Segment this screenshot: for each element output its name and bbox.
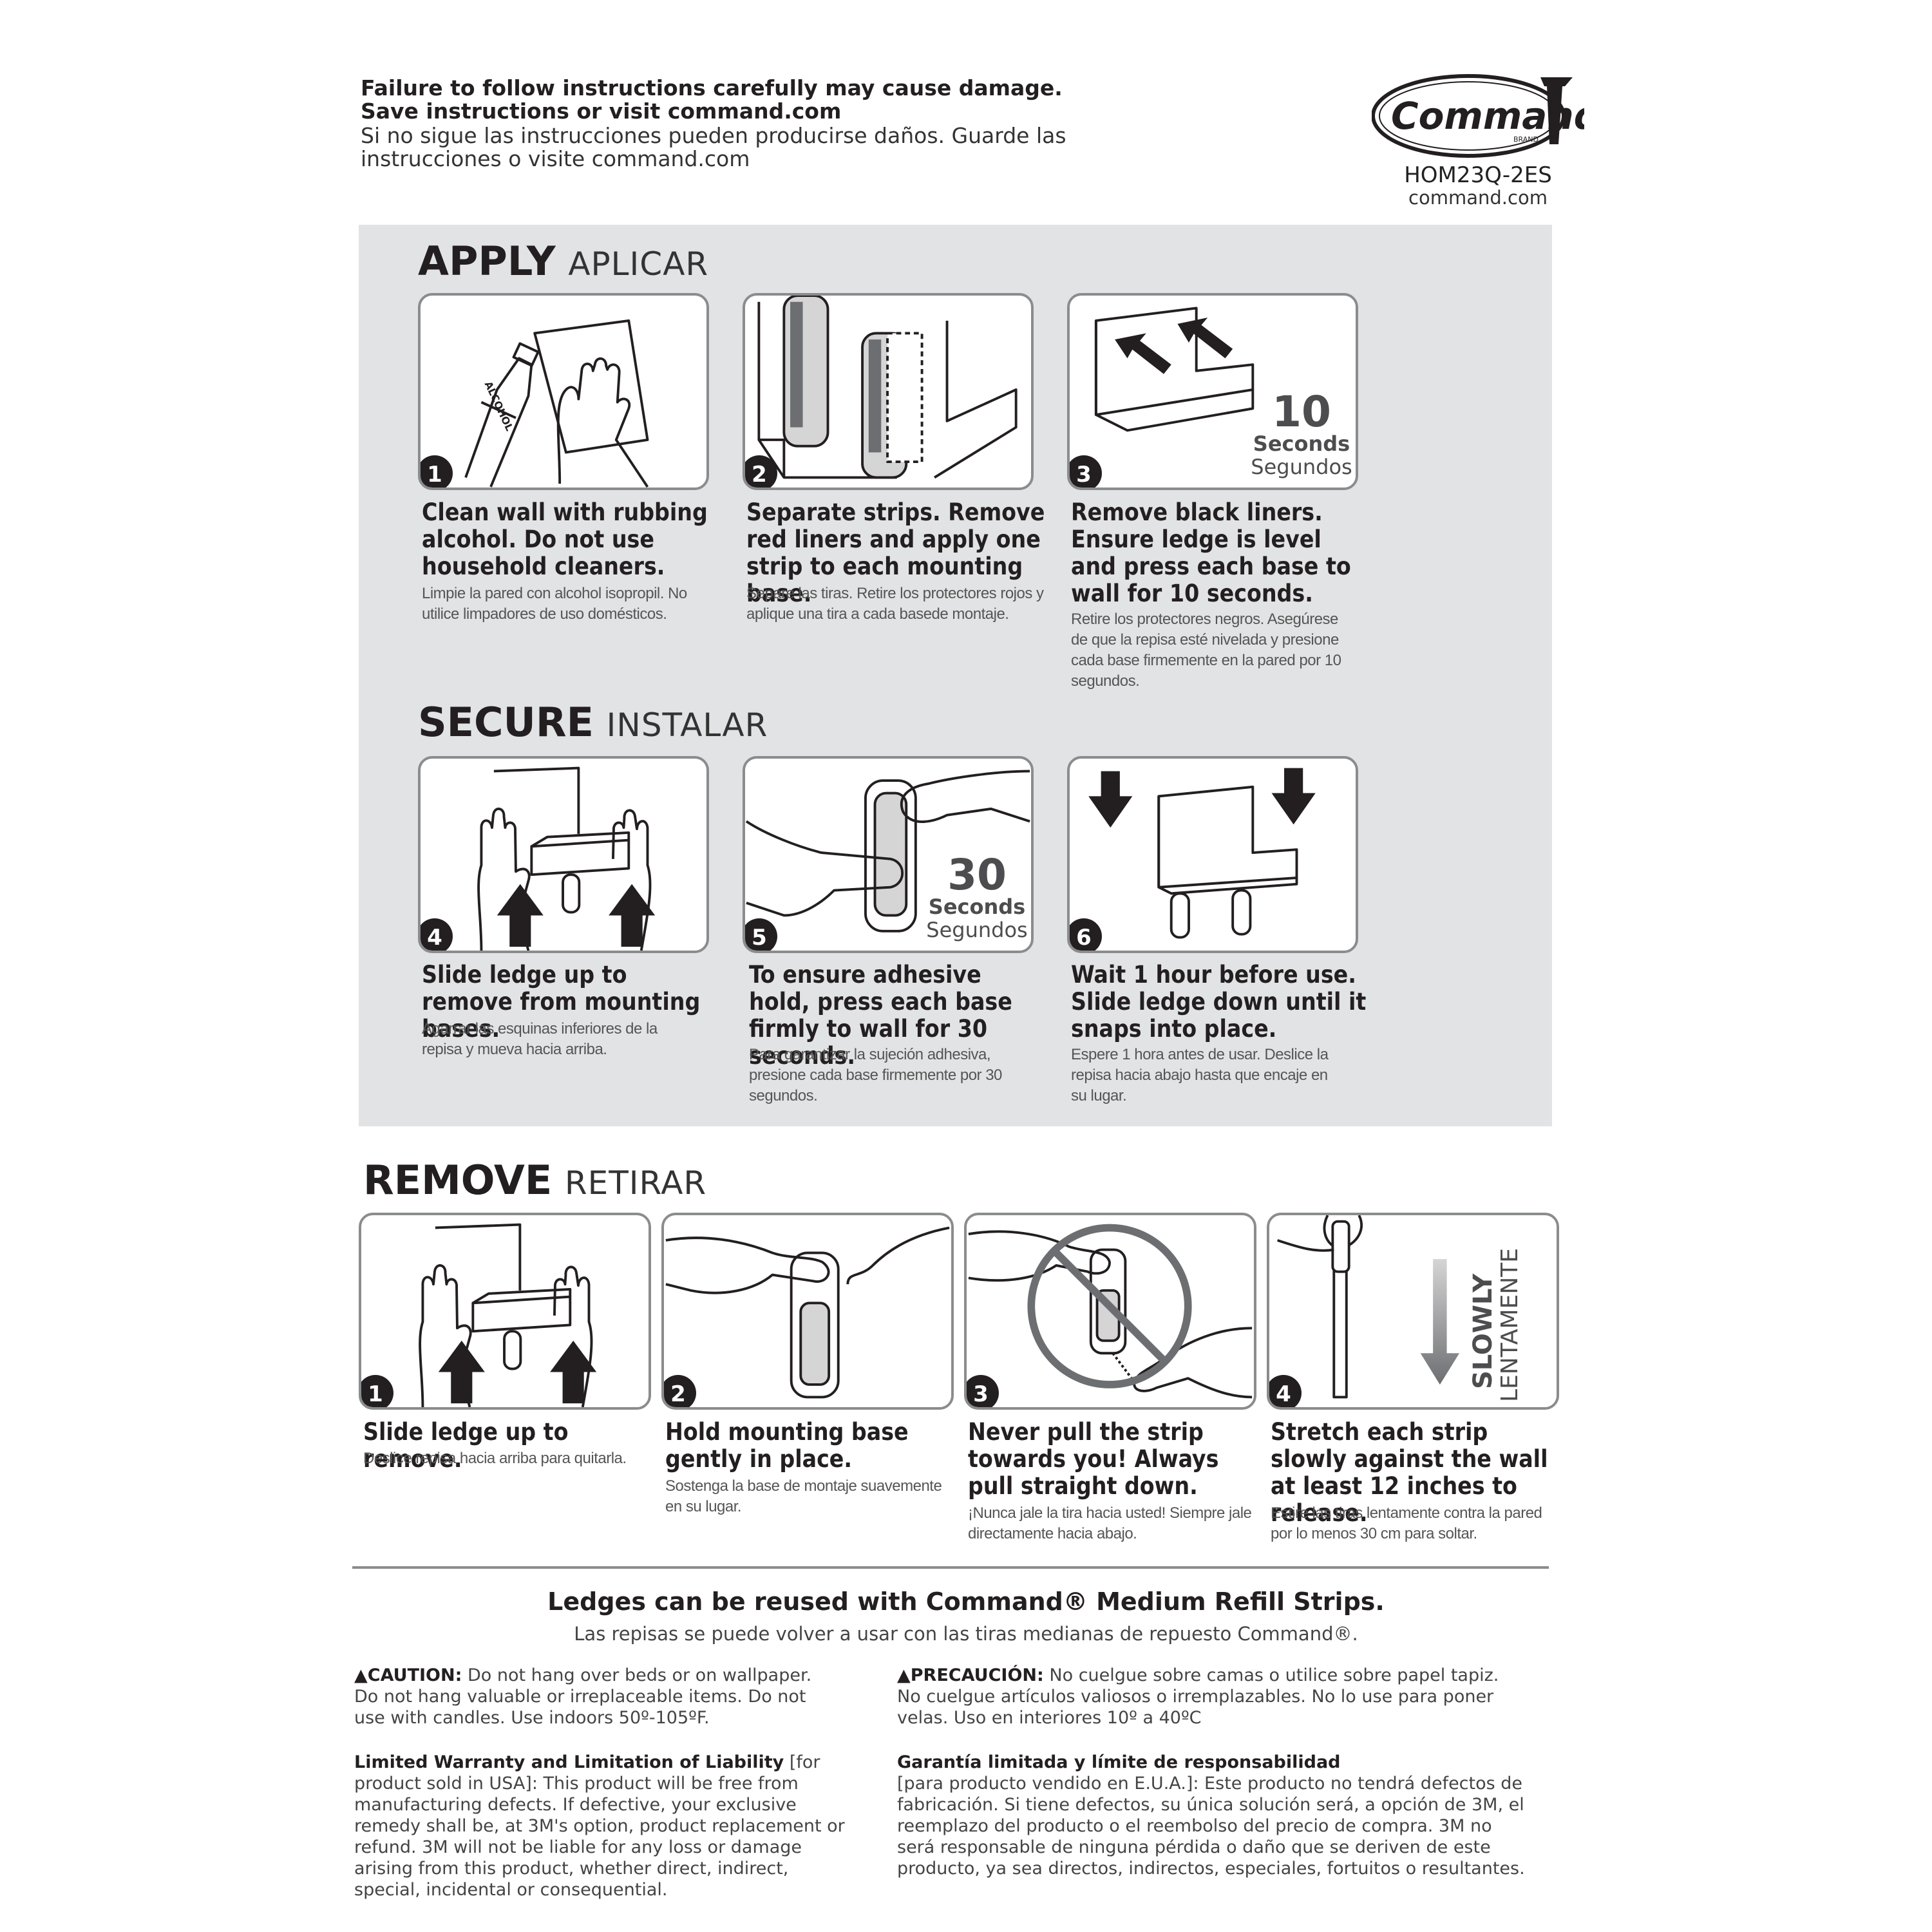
caution-es-label: ▲PRECAUCIÓN: bbox=[897, 1665, 1044, 1685]
warning-en-line2: Save instructions or visit command.com bbox=[361, 99, 842, 124]
apply-step1-illustration: ALCOHOL 1 bbox=[418, 293, 709, 490]
remove-step1-illustration: 1 bbox=[359, 1213, 651, 1410]
secure-step5-illustration: 30 Seconds Segundos 5 bbox=[743, 756, 1034, 953]
remove-step3-illustration: 3 bbox=[964, 1213, 1256, 1410]
caution-en-text: Do not hang over beds or on wallpaper. D… bbox=[354, 1665, 812, 1728]
remove-step1-text-en: Slide ledge up to remove. bbox=[363, 1418, 569, 1473]
timer-10-number: 10 bbox=[1272, 387, 1331, 437]
apply-title-es: APLICAR bbox=[568, 245, 709, 283]
warning-es-line1: Si no sigue las instrucciones pueden pro… bbox=[361, 123, 1066, 148]
apply-step2-text-es: Separe las tiras. Retire los protectores… bbox=[746, 585, 1044, 623]
remove-step3-text-en: Never pull the strip towards you! Always… bbox=[968, 1418, 1219, 1500]
secure-title-es: INSTALAR bbox=[606, 706, 768, 744]
apply-step2-number: 2 bbox=[745, 455, 777, 488]
timer-10-seconds: Seconds bbox=[1253, 431, 1350, 456]
command-logo: Command BRAND bbox=[1371, 72, 1601, 159]
secure-step4-text-es: Agarrar las esquinas inferiores de la re… bbox=[422, 1020, 658, 1058]
warranty-es-label: Garantía limitada y límite de responsabi… bbox=[897, 1752, 1341, 1772]
warranty-en-label: Limited Warranty and Limitation of Liabi… bbox=[354, 1752, 784, 1772]
caution-en-label: ▲CAUTION: bbox=[354, 1665, 462, 1685]
apply-step3-timer: 10 Seconds Segundos bbox=[1244, 387, 1356, 479]
apply-title-en: APPLY bbox=[418, 238, 556, 285]
remove-step3-number: 3 bbox=[967, 1375, 999, 1407]
caution-es: ▲PRECAUCIÓN: No cuelgue sobre camas o ut… bbox=[897, 1665, 1522, 1728]
remove-step2-illustration: 2 bbox=[661, 1213, 954, 1410]
secure-step4-text-en: Slide ledge up to remove from mounting b… bbox=[422, 961, 701, 1043]
section-divider bbox=[352, 1566, 1549, 1569]
slowly-label: SLOWLY bbox=[1468, 1273, 1498, 1389]
warranty-es-text: [para producto vendido en E.U.A.]: Este … bbox=[897, 1774, 1525, 1879]
logo-text: Command bbox=[1391, 94, 1584, 138]
apply-step3-number: 3 bbox=[1070, 455, 1102, 488]
remove-title-es: RETIRAR bbox=[564, 1164, 707, 1202]
warranty-en: Limited Warranty and Limitation of Liabi… bbox=[354, 1752, 857, 1900]
timer-30-segundos: Segundos bbox=[926, 918, 1028, 942]
timer-30-number: 30 bbox=[947, 850, 1007, 900]
secure-step6-text-en: Wait 1 hour before use. Slide ledge down… bbox=[1071, 961, 1367, 1043]
secure-step5-timer: 30 Seconds Segundos bbox=[919, 850, 1031, 942]
remove-step2-text-es: Sostenga la base de montaje suavemente e… bbox=[665, 1477, 942, 1515]
warning-es-line2: instrucciones o visite command.com bbox=[361, 146, 750, 171]
timer-10-segundos: Segundos bbox=[1251, 455, 1352, 479]
secure-step4-number: 4 bbox=[421, 918, 453, 951]
warranty-es: Garantía limitada y límite de responsabi… bbox=[897, 1752, 1528, 1879]
remove-title: REMOVE RETIRAR bbox=[363, 1158, 706, 1206]
remove-step2-text-en: Hold mounting base gently in place. bbox=[665, 1418, 909, 1473]
header-website: command.com bbox=[1408, 187, 1548, 209]
remove-step4-text-es: Estire las tiras lentamente contra la pa… bbox=[1271, 1504, 1542, 1542]
apply-step3-text-en: Remove black liners. Ensure ledge is lev… bbox=[1071, 498, 1351, 607]
secure-step5-number: 5 bbox=[745, 918, 777, 951]
remove-step4-illustration: SLOWLY LENTAMENTE 4 bbox=[1267, 1213, 1559, 1410]
secure-step5-text-es: Para garantizar la sujeción adhesiva, pr… bbox=[749, 1046, 1002, 1104]
logo-sub: BRAND bbox=[1513, 135, 1539, 144]
secure-step5-text-en: To ensure adhesive hold, press each base… bbox=[749, 961, 1012, 1070]
apply-step1-text-en: Clean wall with rubbing alcohol. Do not … bbox=[422, 498, 708, 580]
secure-title-en: SECURE bbox=[418, 699, 594, 746]
apply-step1-text-es: Limpie la pared con alcohol isopropil. N… bbox=[422, 585, 687, 623]
apply-step3-illustration: 10 Seconds Segundos 3 bbox=[1067, 293, 1358, 490]
secure-step6-text-es: Espere 1 hora antes de usar. Deslice la … bbox=[1071, 1046, 1329, 1104]
apply-step1-number: 1 bbox=[421, 455, 453, 488]
warning-en-line1: Failure to follow instructions carefully… bbox=[361, 75, 1063, 100]
remove-step4-text-en: Stretch each strip slowly against the wa… bbox=[1271, 1418, 1548, 1527]
secure-step6-illustration: 6 bbox=[1067, 756, 1358, 953]
remove-step1-text-es: Deslice repisa hacia arriba para quitarl… bbox=[363, 1450, 627, 1467]
caution-en: ▲CAUTION: Do not hang over beds or on wa… bbox=[354, 1665, 818, 1728]
apply-title: APPLY APLICAR bbox=[418, 239, 708, 287]
reuse-text-en: Ledges can be reused with Command® Mediu… bbox=[547, 1587, 1385, 1616]
remove-step1-number: 1 bbox=[361, 1375, 393, 1407]
warranty-en-text: [for product sold in USA]: This product … bbox=[354, 1752, 845, 1900]
apply-step2-text-en: Separate strips. Remove red liners and a… bbox=[746, 498, 1045, 607]
caution-es-text: No cuelgue sobre camas o utilice sobre p… bbox=[897, 1665, 1499, 1728]
remove-step4-number: 4 bbox=[1269, 1375, 1302, 1407]
secure-title: SECURE INSTALAR bbox=[418, 700, 768, 748]
secure-step4-illustration: 4 bbox=[418, 756, 709, 953]
secure-step6-number: 6 bbox=[1070, 918, 1102, 951]
timer-30-seconds: Seconds bbox=[928, 895, 1026, 919]
reuse-text-es: Las repisas se puede volver a usar con l… bbox=[574, 1623, 1358, 1645]
lentamente-label: LENTAMENTE bbox=[1497, 1247, 1523, 1402]
apply-step3-text-es: Retire los protectores negros. Asegúrese… bbox=[1071, 611, 1341, 690]
remove-title-en: REMOVE bbox=[363, 1157, 553, 1204]
remove-step2-number: 2 bbox=[664, 1375, 696, 1407]
product-code: HOM23Q-2ES bbox=[1404, 162, 1552, 188]
apply-step2-illustration: 2 bbox=[743, 293, 1034, 490]
remove-step3-text-es: ¡Nunca jale la tira hacia usted! Siempre… bbox=[968, 1504, 1252, 1542]
